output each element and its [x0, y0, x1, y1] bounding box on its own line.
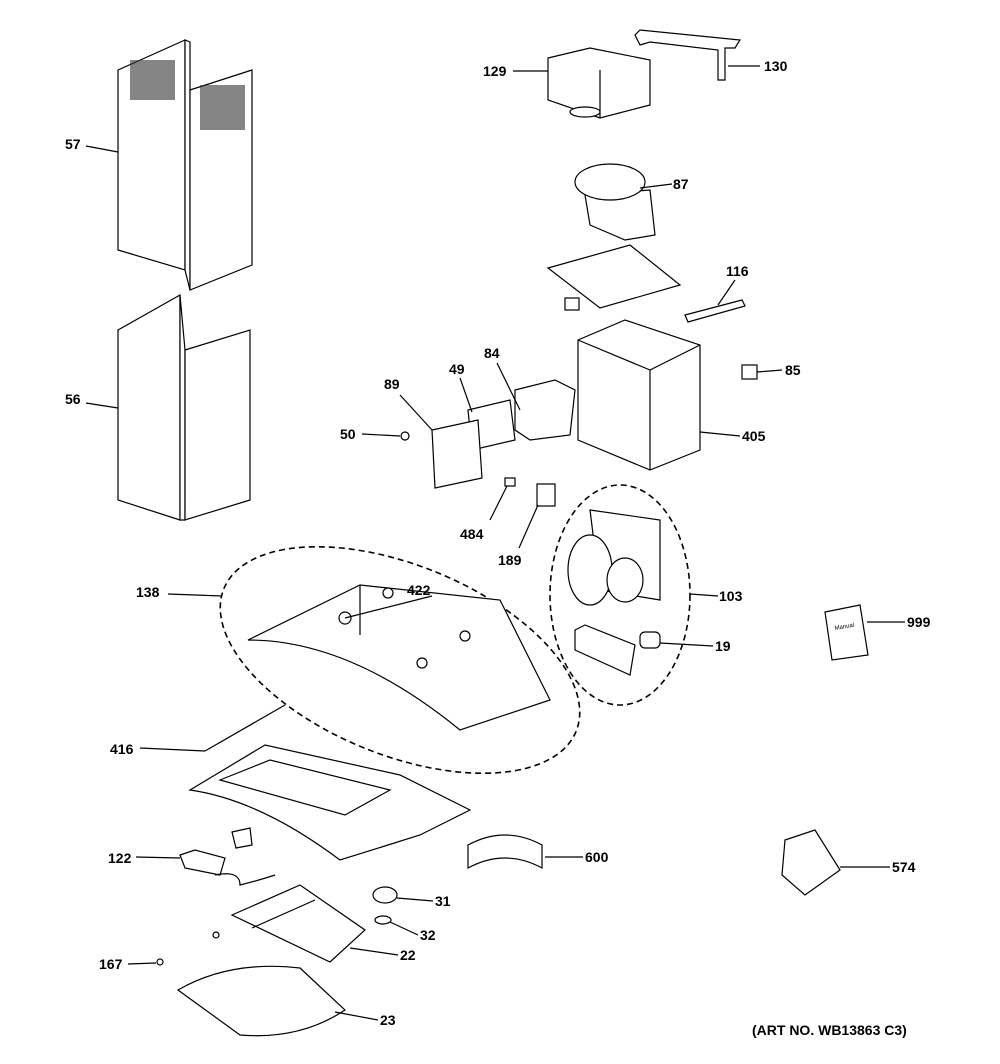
callout-23: 23 [380, 1012, 396, 1028]
part-85-clip [741, 364, 758, 380]
callout-416: 416 [110, 741, 134, 757]
part-56-lower-chimney [117, 293, 251, 521]
part-19-motor [639, 631, 661, 649]
callout-49: 49 [449, 361, 465, 377]
callout-labels: 129 130 57 87 116 85 84 49 89 50 405 56 … [65, 58, 931, 1028]
callout-84: 84 [484, 345, 500, 361]
callout-574: 574 [892, 859, 916, 875]
callout-56: 56 [65, 391, 81, 407]
part-light-socket [231, 827, 253, 849]
callout-405: 405 [742, 428, 766, 444]
callout-32: 32 [420, 927, 436, 943]
part-23-glass-canopy [176, 965, 346, 1037]
callout-89: 89 [384, 376, 400, 392]
callout-484: 484 [460, 526, 484, 542]
part-416-hood-body [188, 704, 472, 861]
callout-422: 422 [407, 582, 431, 598]
callout-130: 130 [764, 58, 788, 74]
part-32-knob-insert [374, 915, 392, 925]
callout-19: 19 [715, 638, 731, 654]
callout-167: 167 [99, 956, 123, 972]
part-50-screw [400, 431, 410, 441]
part-bracket-lower [574, 624, 636, 676]
leader-lines [85, 65, 905, 1021]
callout-103: 103 [719, 588, 743, 604]
callout-116: 116 [726, 263, 749, 279]
callout-57: 57 [65, 136, 81, 152]
manual-cover-text: Manual [834, 623, 854, 632]
part-189-switch [536, 483, 556, 507]
callout-50: 50 [340, 426, 356, 442]
callout-138: 138 [136, 584, 160, 600]
callout-31: 31 [435, 893, 451, 909]
part-405-housing [577, 319, 701, 471]
part-103-blower [567, 509, 661, 606]
assembly-103-outline [549, 484, 691, 706]
part-22-grease-filter [230, 884, 366, 963]
part-116-strip [684, 299, 746, 323]
callout-189: 189 [498, 552, 522, 568]
part-484-fuse [504, 477, 516, 487]
callout-85: 85 [785, 362, 801, 378]
part-89-cover [431, 419, 483, 489]
part-screw [212, 931, 220, 939]
callout-122: 122 [108, 850, 132, 866]
callout-22: 22 [400, 947, 416, 963]
part-122-light-assembly [179, 849, 276, 886]
callout-87: 87 [673, 176, 689, 192]
part-87-damper [574, 163, 656, 241]
callout-999: 999 [907, 614, 931, 630]
art-number: (ART NO. WB13863 C3) [752, 1022, 907, 1038]
assembly-138-outline [219, 545, 581, 775]
part-84-control-bracket [514, 379, 576, 441]
part-57-upper-chimney [117, 39, 253, 291]
part-600-wire-harness [467, 834, 543, 870]
part-167-screw [156, 958, 164, 966]
part-31-knob [372, 886, 398, 904]
part-574-hardware-kit [781, 829, 841, 896]
part-top-plate [546, 244, 682, 311]
callout-129: 129 [483, 63, 507, 79]
part-130-bracket [634, 29, 742, 81]
part-138-panel [247, 584, 551, 731]
part-999-manual: Manual [824, 604, 869, 661]
part-129-duct-adapter [547, 47, 651, 119]
callout-600: 600 [585, 849, 609, 865]
